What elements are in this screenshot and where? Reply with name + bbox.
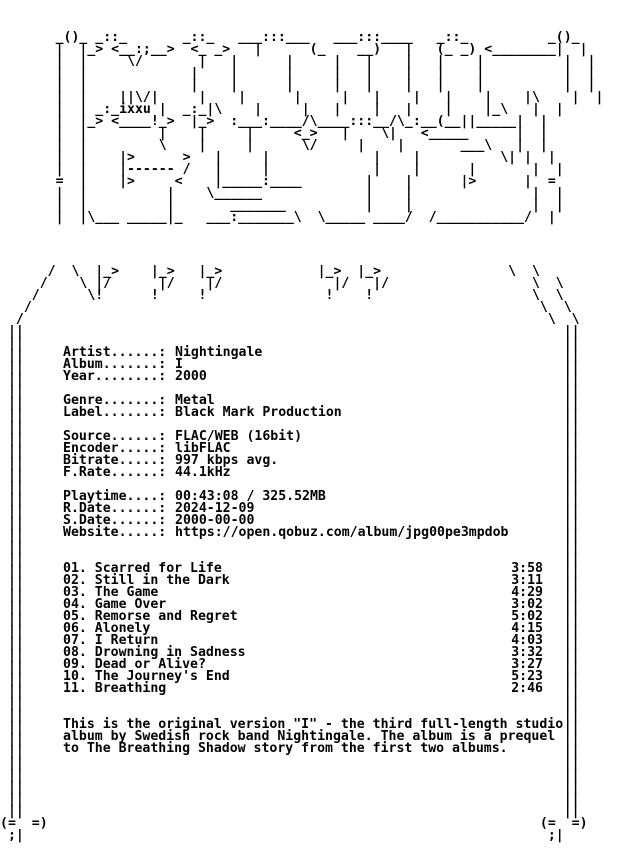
artist-value: Nightingale bbox=[175, 345, 263, 360]
track-title: 07. I Return bbox=[63, 633, 159, 648]
track-duration: 3:32 bbox=[511, 645, 543, 660]
track-title: 04. Game Over bbox=[63, 597, 167, 612]
description-line: album by Swedish rock band Nightingale. … bbox=[63, 729, 556, 744]
encoder-value: libFLAC bbox=[175, 441, 231, 456]
track-row: 11. Breathing 2:46 bbox=[63, 681, 543, 696]
track-duration: 3:02 bbox=[511, 597, 543, 612]
field-label: Playtime....: bbox=[63, 489, 167, 504]
field-row-sdate: S.Date......: 2000-00-00 bbox=[63, 513, 508, 528]
release-info-group-genre: Genre.......: Metal Label.......: Black Ma… bbox=[63, 393, 342, 420]
field-row-genre: Genre.......: Metal bbox=[63, 393, 342, 408]
field-row-website: Website.....: https://open.qobuz.com/albu… bbox=[63, 525, 509, 540]
track-duration: 3:58 bbox=[511, 561, 543, 576]
label-value: Black Mark Production bbox=[175, 405, 342, 420]
field-label: Source......: bbox=[63, 429, 167, 444]
track-duration: 5:02 bbox=[511, 609, 543, 624]
track-row: 04. Game Over 3:02 bbox=[63, 597, 543, 612]
field-row-artist: Artist......: Nightingale bbox=[63, 345, 263, 360]
field-label: Artist......: bbox=[63, 345, 167, 360]
album-description: This is the original version "I" - the t… bbox=[63, 717, 564, 756]
field-row-encoder: Encoder.....: libFLAC bbox=[63, 441, 302, 456]
track-duration: 5:23 bbox=[511, 669, 543, 684]
track-row: 05. Remorse and Regret 5:02 bbox=[63, 609, 543, 624]
rdate-value: 2024-12-09 bbox=[175, 501, 255, 516]
tracklist: 01. Scarred for Life 3:58 02. Still in th… bbox=[63, 561, 543, 696]
ascii-logo-art: _()_ _::_ _::_ ___:::___ ___:::____ _::_… bbox=[55, 30, 604, 225]
release-info-group-playtime: Playtime....: 00:43:08 / 325.52MB R.Date.… bbox=[63, 489, 509, 540]
track-title: 11. Breathing bbox=[63, 681, 167, 696]
year-value: 2000 bbox=[175, 369, 207, 384]
field-label: Website.....: bbox=[63, 525, 167, 540]
track-title: 05. Remorse and Regret bbox=[63, 609, 238, 624]
track-row: 02. Still in the Dark 3:11 bbox=[63, 573, 543, 588]
track-title: 01. Scarred for Life bbox=[63, 561, 222, 576]
field-row-source: Source......: FLAC/WEB (16bit) bbox=[63, 429, 303, 444]
description-line: This is the original version "I" - the t… bbox=[63, 717, 564, 732]
track-duration: 4:29 bbox=[511, 585, 543, 600]
field-label: Label.......: bbox=[63, 405, 167, 420]
genre-value: Metal bbox=[175, 393, 215, 408]
sdate-value: 2000-00-00 bbox=[175, 513, 255, 528]
field-row-playtime: Playtime....: 00:43:08 / 325.52MB bbox=[63, 489, 508, 504]
release-info-group-source: Source......: FLAC/WEB (16bit) Encoder...… bbox=[63, 429, 303, 480]
track-title: 06. Alonely bbox=[63, 621, 151, 636]
field-row-year: Year........: 2000 bbox=[63, 369, 262, 384]
field-label: Bitrate.....: bbox=[63, 453, 167, 468]
release-info-group-artist: Artist......:Nightingale Album.......:I … bbox=[63, 345, 263, 384]
description-line: to The Breathing Shadow story from the f… bbox=[63, 741, 508, 756]
frate-value: 44.1kHz bbox=[175, 465, 231, 480]
field-row-rdate: R.Date......: 2024-12-09 bbox=[63, 501, 508, 516]
track-duration: 2:46 bbox=[511, 681, 543, 696]
ascii-frame-art: / \ |_> |_> |_> |_> |_> \ \ / \ |/ |/ |/… bbox=[0, 264, 588, 843]
playtime-value: 00:43:08 / 325.52MB bbox=[175, 489, 326, 504]
track-title: 10. The Journey's End bbox=[63, 669, 230, 684]
field-label: S.Date......: bbox=[63, 513, 167, 528]
track-duration: 3:11 bbox=[511, 573, 543, 588]
track-row: 09. Dead or Alive? 3:27 bbox=[63, 657, 543, 672]
track-title: 02. Still in the Dark bbox=[63, 573, 230, 588]
field-row-bitrate: Bitrate.....: 997 kbps avg. bbox=[63, 453, 302, 468]
field-row-frate: F.Rate......: 44.1kHz bbox=[63, 465, 302, 480]
track-title: 03. The Game bbox=[63, 585, 159, 600]
track-row: 06. Alonely 4:15 bbox=[63, 621, 543, 636]
track-row: 08. Drowning in Sadness 3:32 bbox=[63, 645, 543, 660]
track-duration: 4:15 bbox=[511, 621, 543, 636]
track-title: 08. Drowning in Sadness bbox=[63, 645, 246, 660]
field-label: Album.......: bbox=[63, 357, 167, 372]
field-row-label: Label.......: Black Mark Production bbox=[63, 405, 342, 420]
source-value: FLAC/WEB (16bit) bbox=[175, 429, 303, 444]
track-duration: 4:03 bbox=[511, 633, 543, 648]
field-label: R.Date......: bbox=[63, 501, 167, 516]
website-link[interactable]: https://open.qobuz.com/album/jpg00pe3mpd… bbox=[175, 525, 509, 540]
track-duration: 3:27 bbox=[511, 657, 543, 672]
bitrate-value: 997 kbps avg. bbox=[175, 453, 279, 468]
track-row: 01. Scarred for Life 3:58 bbox=[63, 561, 543, 576]
track-title: 09. Dead or Alive? bbox=[63, 657, 206, 672]
track-row: 03. The Game 4:29 bbox=[63, 585, 543, 600]
album-value: I bbox=[175, 357, 183, 372]
field-label: Encoder.....: bbox=[63, 441, 167, 456]
field-label: Genre.......: bbox=[63, 393, 167, 408]
field-label: Year........: bbox=[63, 369, 167, 384]
field-label: F.Rate......: bbox=[63, 465, 167, 480]
track-row: 07. I Return 4:03 bbox=[63, 633, 543, 648]
field-row-album: Album.......: I bbox=[63, 357, 262, 372]
track-row: 10. The Journey's End 5:23 bbox=[63, 669, 543, 684]
